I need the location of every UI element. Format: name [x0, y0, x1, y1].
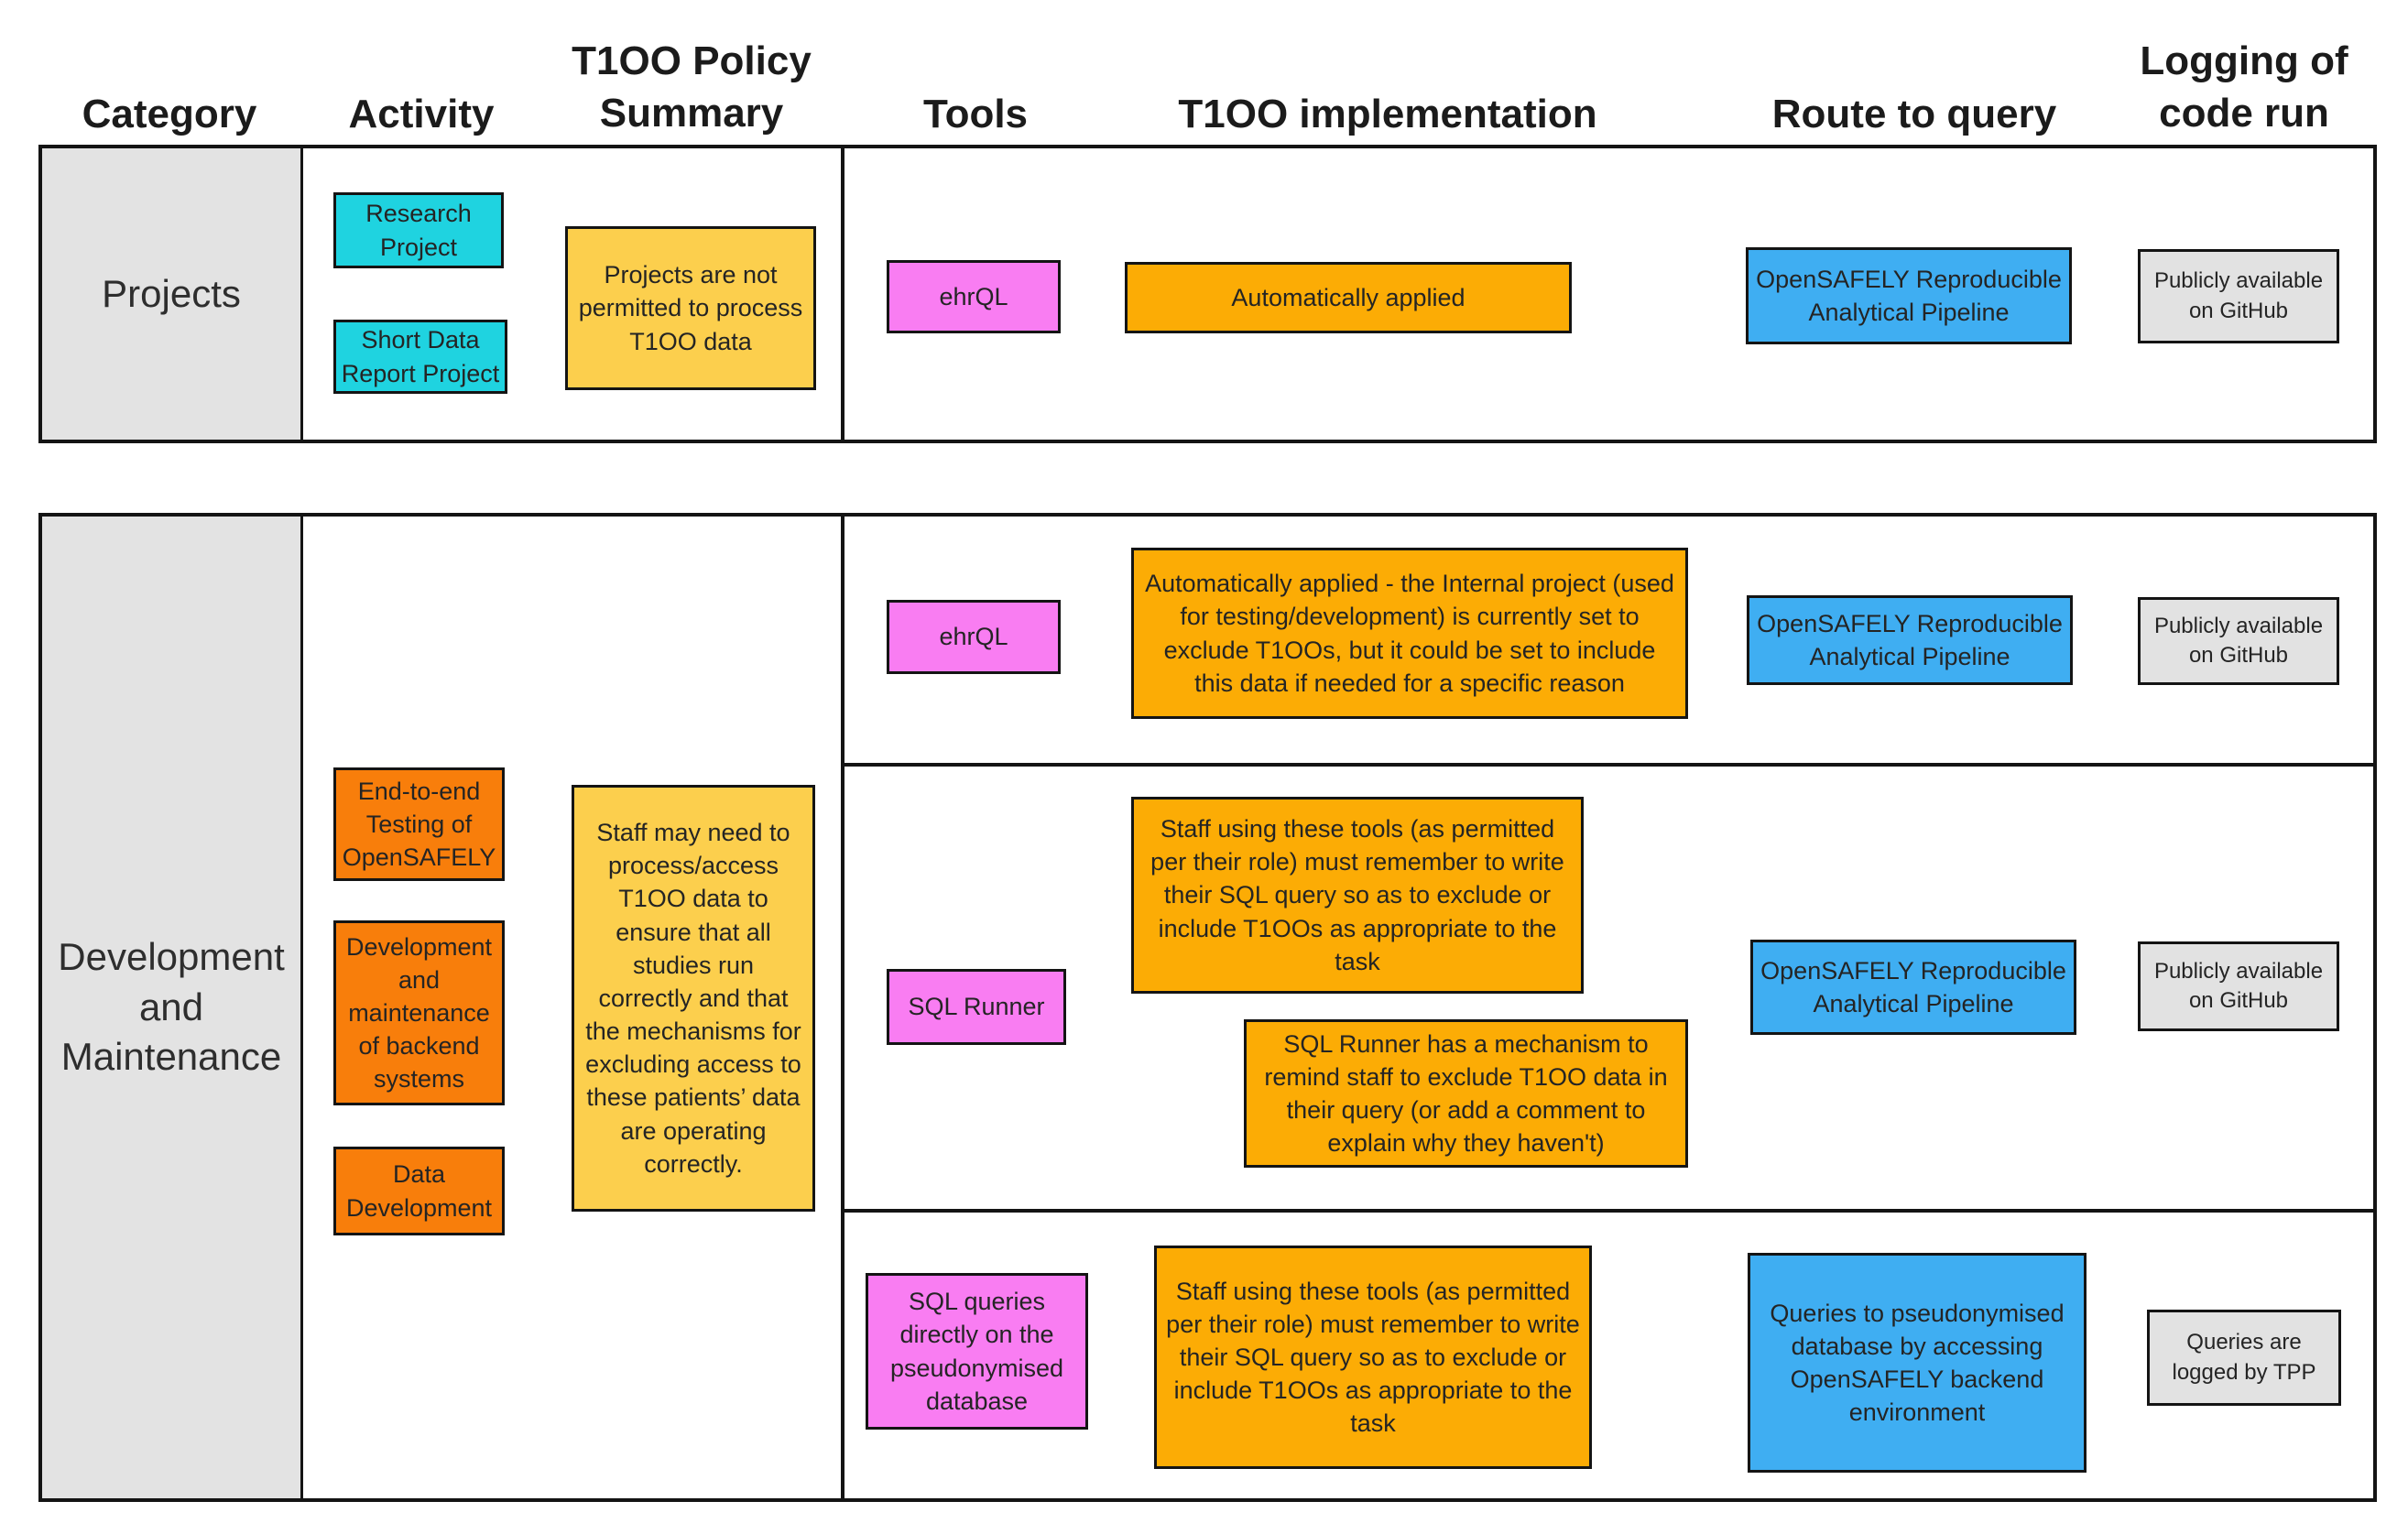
- column-header-category: Category: [82, 92, 257, 136]
- route-box-sql-direct: Queries to pseudonymised database by acc…: [1748, 1253, 2087, 1473]
- policy-summary-box-projects: Projects are not permitted to process T1…: [565, 226, 816, 390]
- activity-box-backend-systems: Development and maintenance of backend s…: [333, 920, 505, 1105]
- route-box-projects: OpenSAFELY Reproducible Analytical Pipel…: [1746, 247, 2072, 344]
- projects-table: Projects Research Project Short Data Rep…: [38, 145, 2377, 443]
- column-header-route-to-query: Route to query: [1771, 92, 2057, 136]
- route-box-ehrql: OpenSAFELY Reproducible Analytical Pipel…: [1747, 595, 2073, 685]
- tool-box-ehrql-development: ehrQL: [887, 600, 1061, 674]
- activity-box-data-development: Data Development: [333, 1147, 505, 1235]
- column-header-tools: Tools: [922, 92, 1029, 136]
- logging-box-sql-direct: Queries are logged by TPP: [2147, 1310, 2341, 1406]
- implementation-box-projects: Automatically applied: [1125, 262, 1572, 333]
- policy-summary-box-development: Staff may need to process/access T1OO da…: [572, 785, 815, 1212]
- column-header-activity: Activity: [348, 92, 495, 136]
- tool-box-sql-direct: SQL queries directly on the pseudonymise…: [866, 1273, 1088, 1430]
- implementation-box-sql-runner-note: SQL Runner has a mechanism to remind sta…: [1244, 1019, 1688, 1168]
- implementation-box-ehrql: Automatically applied - the Internal pro…: [1131, 548, 1688, 719]
- route-box-sql-runner: OpenSAFELY Reproducible Analytical Pipel…: [1750, 940, 2076, 1035]
- development-table: Development and Maintenance End-to-end T…: [38, 513, 2377, 1502]
- logging-box-sql-runner: Publicly available on GitHub: [2138, 941, 2339, 1031]
- row-divider-sqlrunner-sqldirect: [844, 1209, 2373, 1213]
- column-header-logging: Logging of code run: [2140, 38, 2348, 136]
- development-category-cell: Development and Maintenance: [42, 517, 303, 1498]
- row-divider-ehrql-sqlrunner: [844, 763, 2373, 767]
- column-header-implementation: T1OO implementation: [1178, 92, 1597, 136]
- tool-box-ehrql-projects: ehrQL: [887, 260, 1061, 333]
- logging-box-projects: Publicly available on GitHub: [2138, 249, 2339, 343]
- implementation-box-sql-direct: Staff using these tools (as permitted pe…: [1154, 1246, 1592, 1469]
- activity-box-e2e-testing: End-to-end Testing of OpenSAFELY: [333, 767, 505, 881]
- tool-box-sql-runner: SQL Runner: [887, 969, 1066, 1045]
- tools-column-divider: [841, 148, 844, 440]
- implementation-box-sql-runner-main: Staff using these tools (as permitted pe…: [1131, 797, 1584, 994]
- tools-column-divider-2: [841, 517, 844, 1498]
- projects-category-cell: Projects: [42, 148, 303, 440]
- column-header-policy-summary: T1OO Policy Summary: [572, 38, 812, 136]
- activity-box-short-data-report: Short Data Report Project: [333, 320, 507, 394]
- activity-box-research-project: Research Project: [333, 192, 504, 268]
- logging-box-ehrql: Publicly available on GitHub: [2138, 597, 2339, 685]
